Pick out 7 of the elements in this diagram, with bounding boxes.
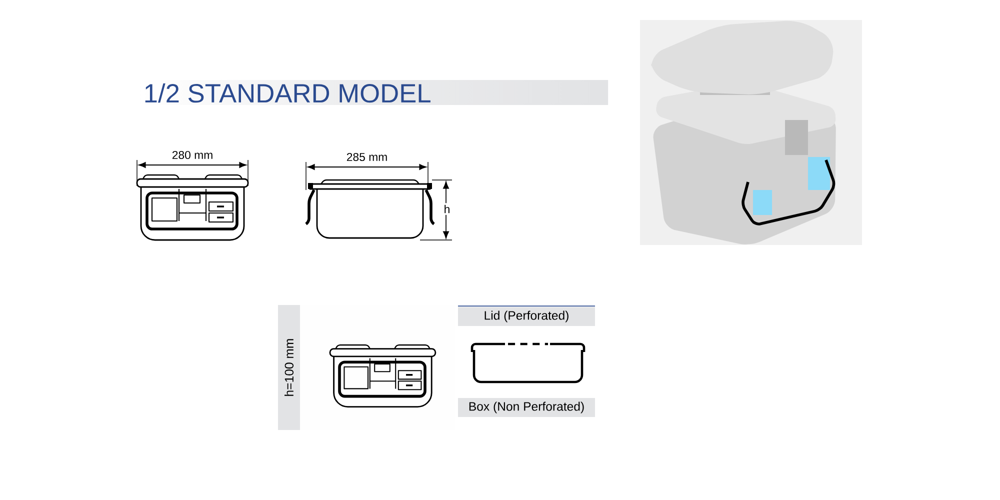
label-band: Box (Non Perforated)	[458, 398, 595, 417]
label-band: Lid (Perforated)	[458, 307, 595, 326]
title: 1/2 STANDARD MODEL	[145, 83, 430, 103]
dimension-label: 280 mm	[172, 150, 212, 160]
dimension-label: h	[442, 203, 452, 215]
label-band: h=100 mm	[278, 305, 300, 430]
dimension-label: 285 mm	[346, 152, 387, 162]
